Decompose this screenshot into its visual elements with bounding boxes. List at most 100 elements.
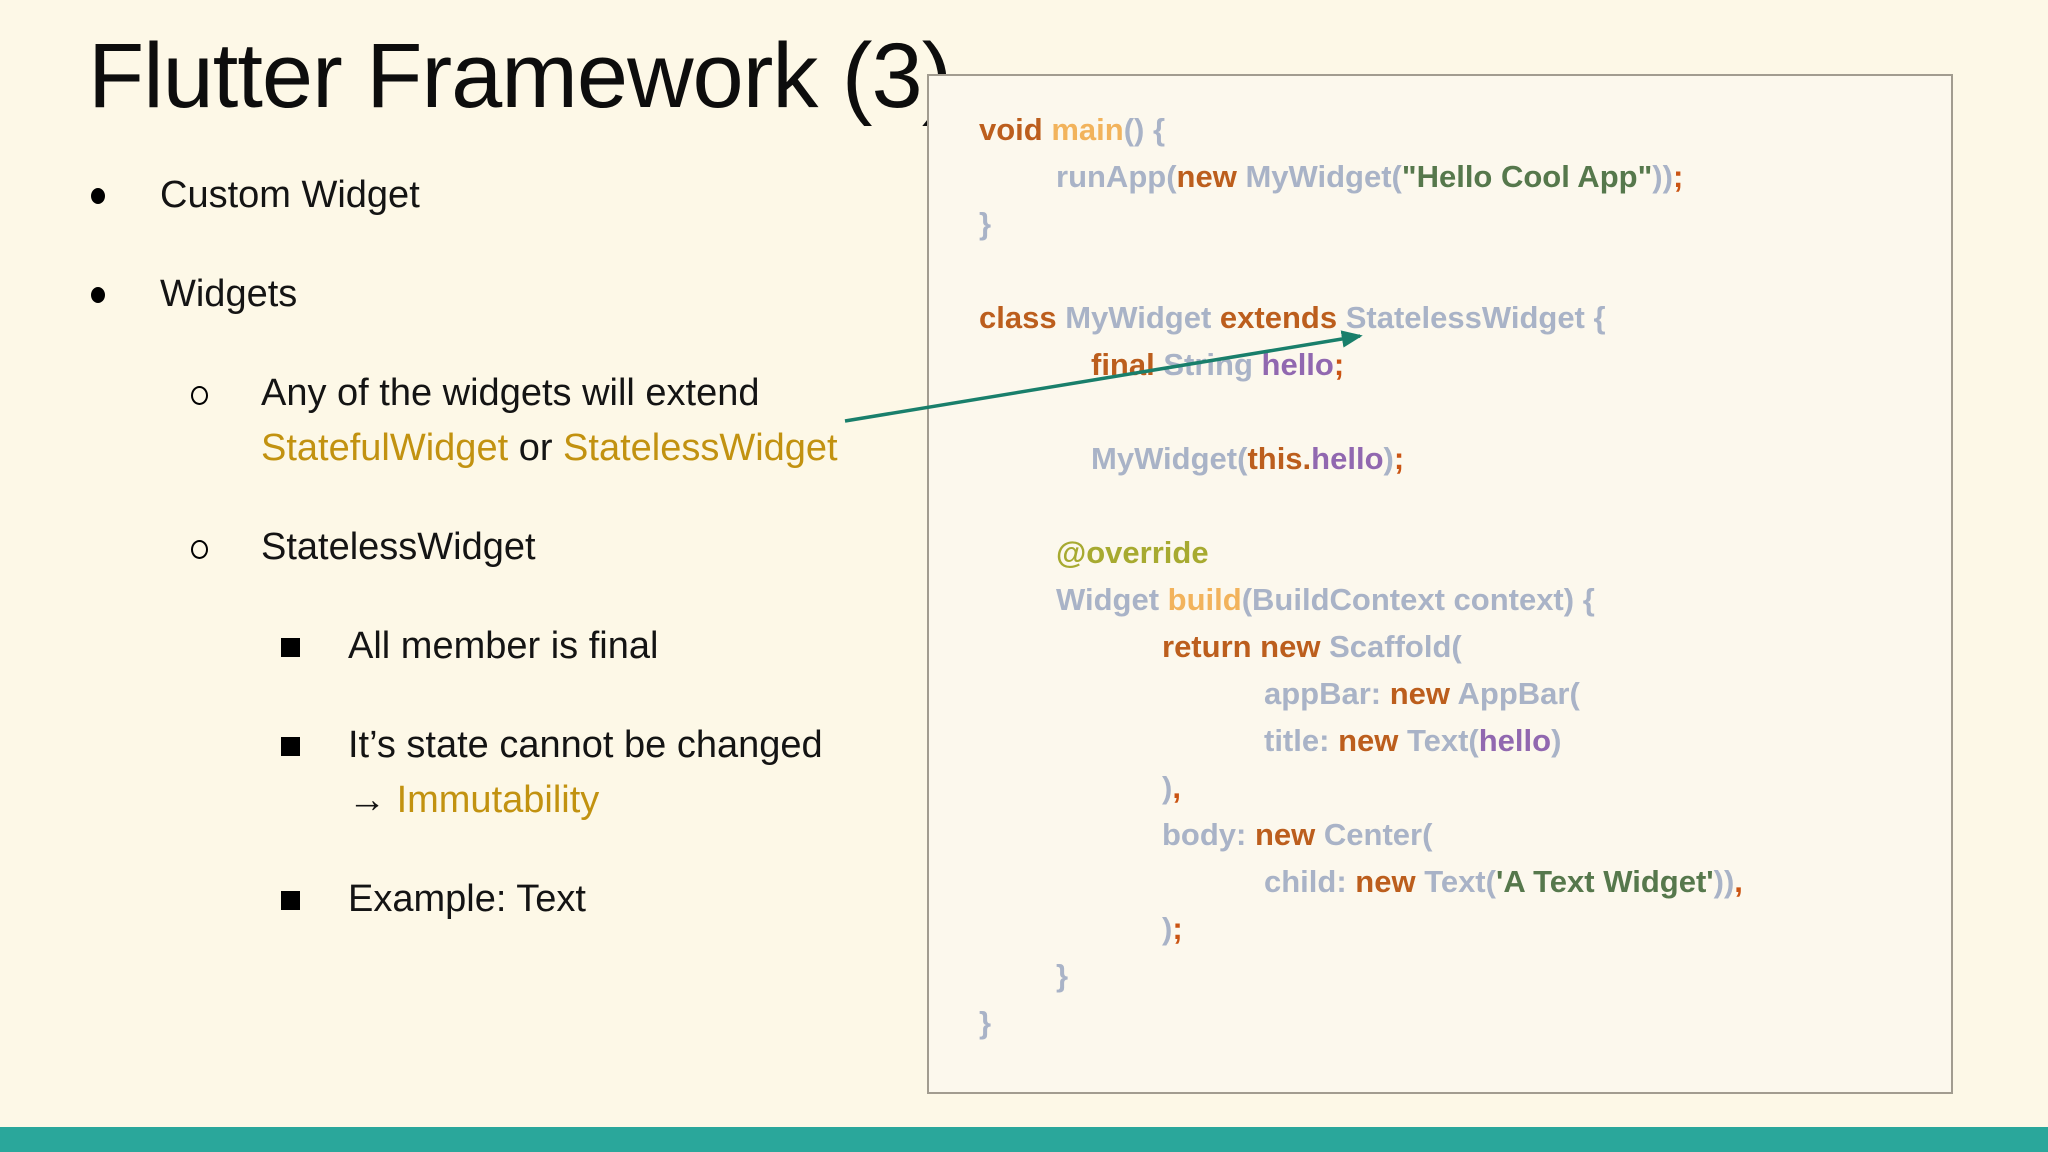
code-line: } [979, 952, 1941, 999]
code-line: Widget build(BuildContext context) { [979, 576, 1941, 623]
bullet-text: All member is final [348, 619, 910, 674]
code-line: } [979, 200, 1941, 247]
code-token: } [979, 1005, 992, 1040]
code-token: Scaffold( [1329, 629, 1462, 664]
code-token: new [1338, 723, 1407, 758]
code-token: class [979, 300, 1066, 335]
bottom-accent-bar [0, 1127, 2048, 1152]
code-token: 'A Text Widget' [1495, 864, 1714, 899]
square-bullet-icon [281, 872, 348, 927]
code-token: (BuildContext context) { [1241, 582, 1595, 617]
list-item: All member is final [70, 619, 910, 674]
code-token: runApp( [1056, 159, 1177, 194]
code-line: runApp(new MyWidget("Hello Cool App")); [979, 153, 1941, 200]
code-token: , [1172, 770, 1181, 805]
code-token: new [1255, 817, 1324, 852]
code-token: void [979, 112, 1052, 147]
code-token: )) [1713, 864, 1735, 899]
code-line: body: new Center( [979, 811, 1941, 858]
list-item: Widgets [70, 267, 910, 322]
code-line: return new Scaffold( [979, 623, 1941, 670]
code-token: Widget [1056, 582, 1168, 617]
code-token: ; [1393, 441, 1405, 476]
bullet-term: Example: Text [348, 878, 586, 920]
code-line: } [979, 999, 1941, 1046]
square-bullet-icon [281, 718, 348, 828]
code-block: void main() {runApp(new MyWidget("Hello … [927, 74, 1953, 1094]
code-token: @override [1056, 535, 1209, 570]
disc-bullet-icon [91, 168, 160, 223]
code-token: ; [1172, 911, 1183, 946]
code-line: child: new Text('A Text Widget')), [979, 858, 1941, 905]
code-token: Text( [1406, 723, 1479, 758]
code-token: extends [1219, 300, 1346, 335]
bullet-text: Widgets [160, 267, 910, 322]
highlighted-term: Immutability [396, 779, 600, 821]
list-item: Example: Text [70, 872, 910, 927]
page-title: Flutter Framework (3) [88, 25, 952, 127]
code-token: ; [1672, 159, 1684, 194]
code-token: StatelessWidget { [1345, 300, 1606, 335]
code-token: body: [1162, 817, 1255, 852]
code-token: hello [1311, 441, 1384, 476]
square-bullet-icon [281, 619, 348, 674]
code-token: () { [1123, 112, 1166, 147]
code-token: ) [1383, 441, 1394, 476]
code-token: hello [1478, 723, 1552, 758]
code-token: child: [1264, 864, 1356, 899]
code-line: ); [979, 905, 1941, 952]
code-token: String [1163, 347, 1262, 382]
bullet-text: It’s state cannot be changed→ Immutabili… [348, 718, 910, 828]
bullet-text: Custom Widget [160, 168, 910, 223]
code-token: build [1167, 582, 1242, 617]
code-token: AppBar( [1457, 676, 1580, 711]
code-token: )) [1652, 159, 1673, 194]
code-token: hello [1261, 347, 1334, 382]
code-line: ), [979, 764, 1941, 811]
list-item: Custom Widget [70, 168, 910, 223]
code-token: ) [1551, 723, 1562, 758]
code-line: MyWidget(this.hello); [979, 435, 1941, 482]
code-token: } [1056, 958, 1069, 993]
code-token: appBar: [1264, 676, 1390, 711]
code-line: final String hello; [979, 341, 1941, 388]
code-line: appBar: new AppBar( [979, 670, 1941, 717]
highlighted-term: StatefulWidget [261, 427, 509, 469]
bullet-term: or [508, 427, 564, 469]
disc-bullet-icon [91, 267, 160, 322]
code-token: MyWidget( [1091, 441, 1248, 476]
code-token: this. [1247, 441, 1312, 476]
code-token: new [1176, 159, 1246, 194]
code-token: MyWidget( [1245, 159, 1402, 194]
code-line [979, 247, 1941, 294]
code-token: main [1051, 112, 1124, 147]
code-token: , [1734, 864, 1743, 899]
code-line [979, 482, 1941, 529]
circle-bullet-icon [191, 366, 261, 476]
code-token: Center( [1323, 817, 1433, 852]
code-token: MyWidget [1065, 300, 1220, 335]
bullet-term: All member is final [348, 625, 659, 667]
bullet-term: Custom Widget [160, 174, 420, 216]
code-line: void main() { [979, 106, 1941, 153]
list-item: It’s state cannot be changed→ Immutabili… [70, 718, 910, 828]
bullet-term: StatelessWidget [261, 526, 536, 568]
code-token: Text( [1424, 864, 1496, 899]
code-token: final [1091, 347, 1164, 382]
bullet-text: StatelessWidget [261, 520, 910, 575]
bullet-text: Example: Text [348, 872, 910, 927]
code-token: return new [1162, 629, 1330, 664]
circle-bullet-icon [191, 520, 261, 575]
code-line [979, 388, 1941, 435]
code-token: ) [1162, 911, 1173, 946]
code-line: class MyWidget extends StatelessWidget { [979, 294, 1941, 341]
code-token: title: [1264, 723, 1339, 758]
code-token: ; [1333, 347, 1345, 382]
bullet-term: → [348, 779, 397, 821]
bullet-term: Widgets [160, 273, 298, 315]
highlighted-term: StatelessWidget [563, 427, 838, 469]
